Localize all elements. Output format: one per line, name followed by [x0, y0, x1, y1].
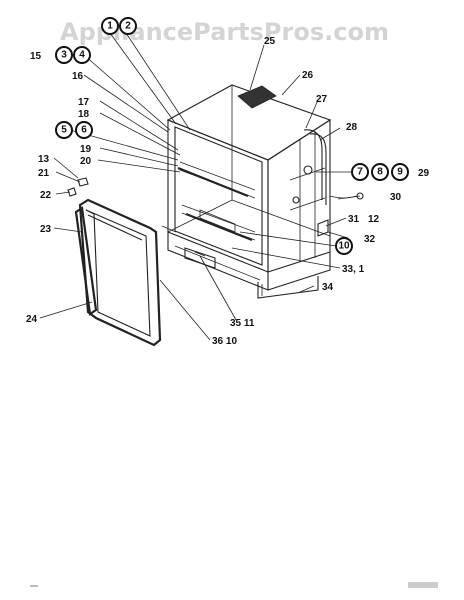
svg-text:6: 6: [81, 125, 87, 136]
callout-7: 7: [351, 163, 369, 181]
label-21: 21: [38, 168, 50, 179]
callout-6: 6: [75, 121, 93, 139]
label-29: 29: [418, 168, 430, 179]
label-23: 23: [40, 224, 52, 235]
svg-text:2: 2: [125, 21, 131, 32]
callout-4: 4: [73, 46, 91, 64]
label-18: 18: [78, 109, 90, 120]
label-16: 16: [72, 71, 84, 82]
svg-text:10: 10: [338, 241, 350, 252]
label-32: 32: [364, 234, 376, 245]
label-24: 24: [26, 314, 38, 325]
label-25: 25: [264, 36, 276, 47]
callout-8: 8: [371, 163, 389, 181]
callout-3: 3: [55, 46, 73, 64]
svg-text:1: 1: [107, 21, 113, 32]
callout-5: 5: [55, 121, 73, 139]
label-13: 13: [38, 154, 50, 165]
label-22: 22: [40, 190, 52, 201]
label-33-1: 33, 1: [342, 264, 365, 275]
label-26: 26: [302, 70, 314, 81]
label-15: 15: [30, 51, 42, 62]
label-20: 20: [80, 156, 92, 167]
label-27: 27: [316, 94, 328, 105]
label-30: 30: [390, 192, 402, 203]
svg-text:7: 7: [357, 167, 363, 178]
door-gasket: [74, 198, 162, 347]
svg-text:5: 5: [61, 125, 67, 136]
label-34: 34: [322, 282, 334, 293]
svg-text:4: 4: [79, 50, 85, 61]
label-28: 28: [346, 122, 358, 133]
callout-2: 2: [119, 17, 137, 35]
corner-mark-left: [30, 585, 38, 587]
callout-1: 1: [101, 17, 119, 35]
label-17: 17: [78, 97, 90, 108]
corner-mark-right: [408, 582, 438, 588]
label-19: 19: [80, 144, 92, 155]
svg-text:9: 9: [397, 167, 403, 178]
callout-9: 9: [391, 163, 409, 181]
callout-10: 10: [335, 237, 353, 255]
loose-small-parts: [67, 177, 177, 233]
cabinet-frame: [166, 84, 364, 299]
svg-text:8: 8: [377, 167, 383, 178]
label-31: 31: [348, 214, 360, 225]
svg-text:3: 3: [61, 50, 67, 61]
part-labels: 15 16 17 18 19 20 13 21 22 23 24 25 26 2…: [26, 36, 430, 347]
label-36-10: 36 10: [212, 336, 237, 347]
label-35-11: 35 11: [230, 318, 255, 329]
label-12: 12: [368, 214, 380, 225]
